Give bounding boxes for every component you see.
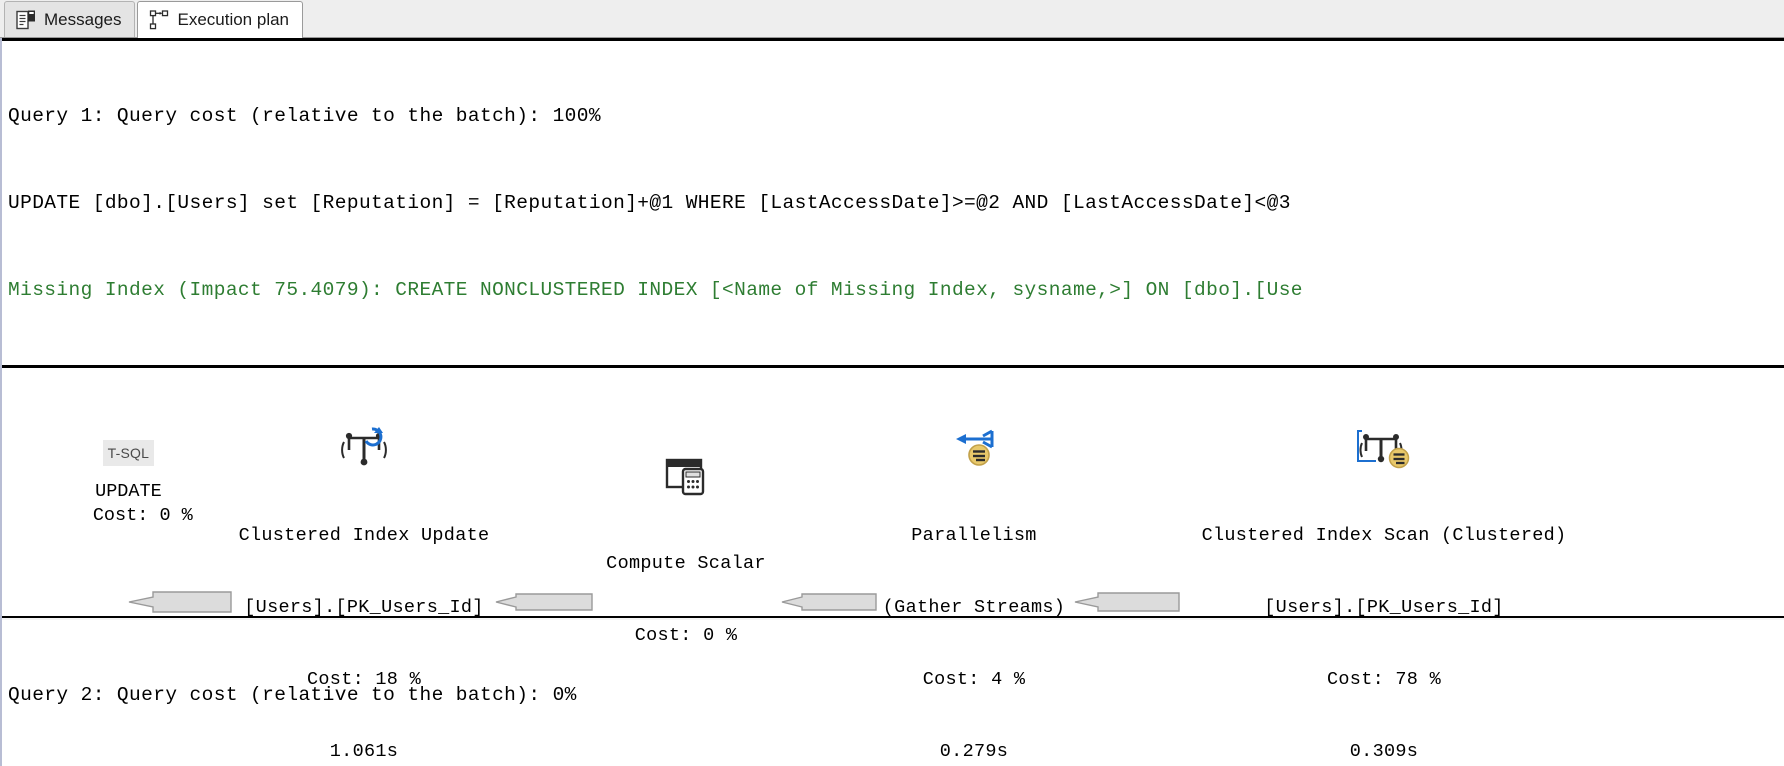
- node-label-line: [Users].[PK_Users_Id]: [1264, 597, 1504, 618]
- node-label-line: Cost: 0 %: [634, 625, 738, 646]
- compute-scalar-icon: [572, 452, 800, 500]
- node-tsql-update[interactable]: T-SQL UPDATE Cost: 0 %: [4, 416, 193, 552]
- node-compute-scalar[interactable]: Compute Scalar Cost: 0 %: [572, 404, 800, 696]
- node-clustered-index-update[interactable]: Clustered Index Update [Users].[PK_Users…: [214, 376, 514, 766]
- node-label-line: 1.061s: [329, 741, 399, 762]
- query-2-header-block: Query 2: Query cost (relative to the bat…: [2, 620, 1784, 766]
- arrow-to-parallelism[interactable]: [1073, 590, 1181, 614]
- node-label-line: 0.309s: [1349, 741, 1419, 762]
- node-label-line: Compute Scalar: [606, 553, 766, 574]
- node-clustered-index-scan[interactable]: Clustered Index Scan (Clustered) [Users]…: [1184, 376, 1584, 766]
- tab-messages[interactable]: Messages: [4, 1, 136, 37]
- query-1-cost-line: Query 1: Query cost (relative to the bat…: [8, 105, 601, 127]
- query-1-bottom-rule: [2, 365, 1784, 368]
- node-label-line: 0.279s: [939, 741, 1009, 762]
- results-tabstrip: Messages Execution plan: [0, 0, 1784, 38]
- messages-icon: [15, 9, 37, 31]
- arrow-to-compute-scalar[interactable]: [780, 591, 878, 613]
- node-label-line: UPDATE: [95, 481, 162, 502]
- query-1-plan-canvas[interactable]: T-SQL UPDATE Cost: 0 %: [2, 368, 1784, 762]
- query-2-section-divider: [2, 616, 1784, 620]
- tab-execution-plan-label: Execution plan: [177, 10, 290, 29]
- execution-plan-icon: [148, 9, 170, 31]
- arrow-to-tsql-update[interactable]: [127, 590, 233, 614]
- node-label-line: Clustered Index Scan (Clustered): [1201, 525, 1567, 546]
- tab-messages-label: Messages: [44, 9, 122, 29]
- node-label-line: Clustered Index Update: [238, 525, 490, 546]
- node-label-line: [Users].[PK_Users_Id]: [244, 597, 484, 618]
- query-1-header-block: Query 1: Query cost (relative to the bat…: [2, 41, 1784, 365]
- node-parallelism-gather-streams[interactable]: Parallelism (Gather Streams) Cost: 4 % 0…: [858, 376, 1090, 766]
- tsql-badge-icon: T-SQL: [102, 440, 155, 466]
- node-label-line: Cost: 4 %: [922, 669, 1026, 690]
- execution-plan-pane[interactable]: Query 1: Query cost (relative to the bat…: [0, 38, 1784, 766]
- tab-execution-plan[interactable]: Execution plan: [137, 1, 304, 38]
- query-2-cost-line: Query 2: Query cost (relative to the bat…: [8, 684, 577, 706]
- arrow-to-clustered-index-update[interactable]: [494, 591, 594, 613]
- query-1-sql-text: UPDATE [dbo].[Users] set [Reputation] = …: [8, 192, 1291, 214]
- node-label-line: Cost: 18 %: [306, 669, 422, 690]
- node-label-line: Cost: 78 %: [1326, 669, 1442, 690]
- node-label-line: (Gather Streams): [882, 597, 1066, 618]
- clustered-index-scan-icon: [1184, 424, 1584, 472]
- query-1-missing-index-text[interactable]: Missing Index (Impact 75.4079): CREATE N…: [8, 279, 1303, 301]
- node-label-line: Parallelism: [911, 525, 1037, 546]
- parallelism-icon: [858, 424, 1090, 472]
- clustered-index-update-icon: [214, 424, 514, 472]
- query-1-top-rule: [2, 38, 1784, 41]
- node-label-line: Cost: 0 %: [92, 505, 193, 526]
